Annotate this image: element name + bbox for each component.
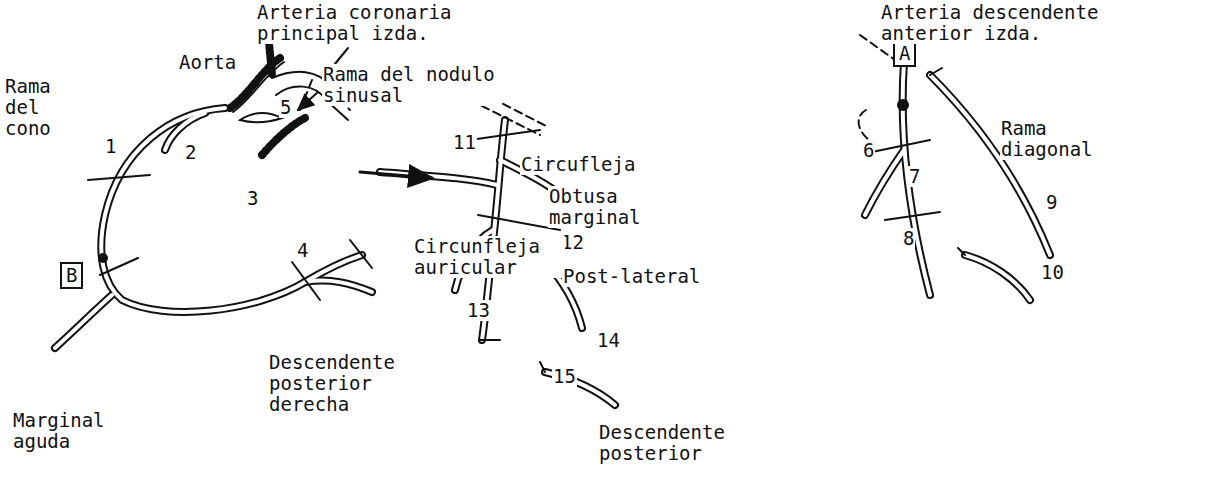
artery-label: Rama del cono <box>4 76 60 139</box>
box-letter: A <box>899 42 910 64</box>
artery-label: Post-lateral <box>562 266 701 287</box>
segment-number: 11 <box>452 132 477 153</box>
artery-label: Circunfleja auricular <box>413 236 565 278</box>
artery-label: Aorta <box>178 52 237 73</box>
artery-label: Obtusa marginal <box>548 186 660 228</box>
box-letter: B <box>66 264 77 286</box>
artery-label: Rama del nodulo sinusal <box>322 64 502 106</box>
segment-number: 3 <box>246 188 259 209</box>
artery-label: Descendente posterior derecha <box>268 352 410 415</box>
artery-label: Rama diagonal <box>1000 118 1112 160</box>
segment-number: 10 <box>1040 262 1065 283</box>
segment-number: 15 <box>552 366 577 387</box>
segment-number: 2 <box>184 142 197 163</box>
artery-label: Circufleja <box>520 154 636 175</box>
segment-number: 14 <box>596 330 621 351</box>
segment-number: 9 <box>1045 192 1058 213</box>
segment-number: 8 <box>902 228 915 249</box>
segment-number: 5 <box>279 97 292 118</box>
segment-number: 6 <box>862 140 875 161</box>
artery-label: Descendente posterior <box>598 422 740 464</box>
segment-number: 1 <box>104 136 117 157</box>
segment-number: 7 <box>908 166 921 187</box>
segment-number: 4 <box>296 240 309 261</box>
segment-marker-box: A <box>893 40 916 67</box>
artery-label: Arteria coronaria principal izda. <box>256 2 488 44</box>
artery-label: Marginal aguda <box>12 410 124 452</box>
artery-label: Arteria descendente anterior izda. <box>880 2 1122 44</box>
segment-marker-box: B <box>60 262 83 289</box>
segment-number: 13 <box>466 300 491 321</box>
